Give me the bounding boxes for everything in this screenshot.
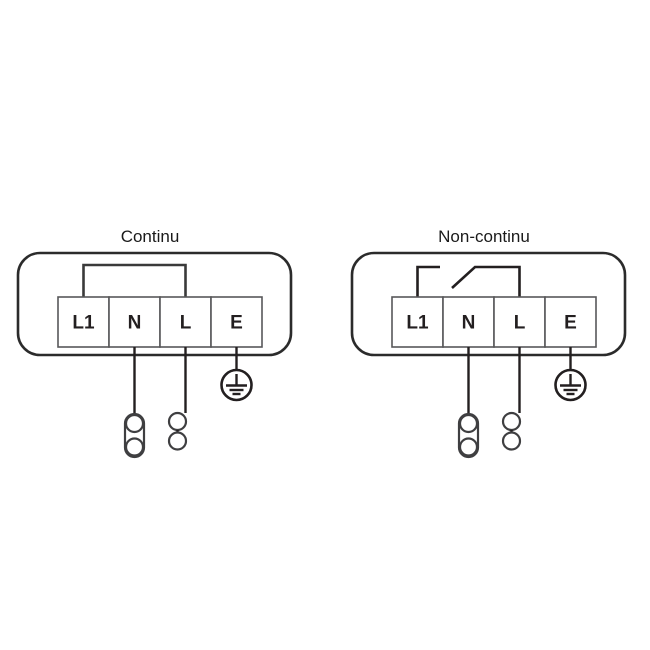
connector-neutral-non-continu (457, 412, 480, 459)
switch-fixed-contact-non-continu (416, 265, 440, 297)
connector-live-non-continu (501, 411, 522, 451)
terminal-cell-e-non-continu[interactable] (544, 296, 597, 348)
terminal-label-l1-non-continu: L1 (406, 313, 429, 334)
diagram-title-continu: Continu (121, 227, 180, 246)
earth-ground-icon-continu (220, 368, 253, 402)
terminal-label-e-non-continu: E (564, 313, 577, 334)
terminal-label-n-continu: N (128, 313, 142, 334)
connector-live-continu (167, 411, 188, 451)
diagram-non-continu: Non-continu L1 N L E (350, 227, 627, 459)
terminal-label-e-continu: E (230, 313, 243, 334)
terminal-cell-l-non-continu[interactable] (493, 296, 546, 348)
terminal-cell-l1-continu[interactable] (57, 296, 110, 348)
switch-blade-non-continu (451, 265, 521, 297)
terminal-cell-n-non-continu[interactable] (442, 296, 495, 348)
terminal-label-n-non-continu: N (462, 313, 476, 334)
diagram-title-non-continu: Non-continu (438, 227, 530, 246)
jumper-link-continu (82, 263, 187, 297)
terminal-cell-l1-non-continu[interactable] (391, 296, 444, 348)
terminal-label-l1-continu: L1 (72, 313, 95, 334)
diagram-continu: Continu L1 N L E (16, 227, 293, 459)
terminal-label-l-non-continu: L (514, 313, 526, 334)
switch-contact-non-continu (416, 265, 521, 297)
appliance-enclosure-non-continu (350, 251, 627, 357)
terminal-cell-n-continu[interactable] (108, 296, 161, 348)
appliance-enclosure-continu (16, 251, 293, 357)
terminal-label-l-continu: L (180, 313, 192, 334)
earth-ground-icon-non-continu (554, 368, 587, 402)
terminal-cell-l-continu[interactable] (159, 296, 212, 348)
connector-neutral-continu (123, 412, 146, 459)
